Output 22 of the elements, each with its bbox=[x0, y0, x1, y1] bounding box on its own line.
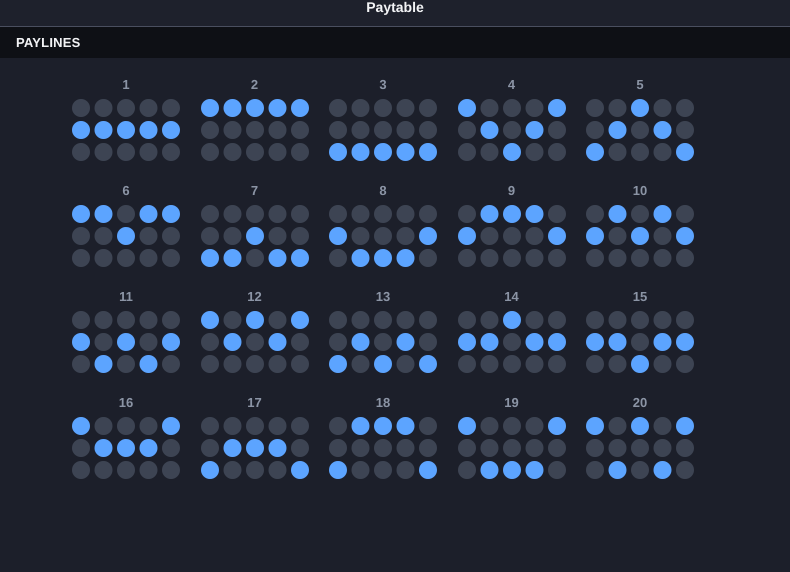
payline-number: 8 bbox=[379, 183, 387, 199]
page-title: Paytable bbox=[366, 0, 424, 15]
payline-number: 20 bbox=[632, 395, 648, 411]
payline-number: 6 bbox=[122, 183, 130, 199]
payline-number: 9 bbox=[508, 183, 516, 199]
payline-number: 12 bbox=[247, 289, 262, 305]
payline-number: 17 bbox=[247, 395, 262, 411]
payline-number: 4 bbox=[508, 77, 516, 93]
payline-number: 7 bbox=[250, 183, 258, 199]
payline-number: 15 bbox=[632, 289, 648, 305]
payline-number: 2 bbox=[250, 77, 258, 93]
payline-number: 14 bbox=[504, 289, 519, 305]
payline-number: 13 bbox=[376, 289, 390, 305]
payline-number: 3 bbox=[379, 77, 387, 93]
payline-number: 18 bbox=[376, 395, 390, 411]
payline-number: 10 bbox=[632, 183, 648, 199]
payline-number: 19 bbox=[504, 395, 519, 411]
payline-number: 16 bbox=[118, 395, 134, 411]
payline-number: 11 bbox=[119, 289, 133, 305]
payline-number: 1 bbox=[122, 77, 130, 93]
section-heading: PAYLINES bbox=[16, 35, 80, 50]
payline-number: 5 bbox=[636, 77, 644, 93]
